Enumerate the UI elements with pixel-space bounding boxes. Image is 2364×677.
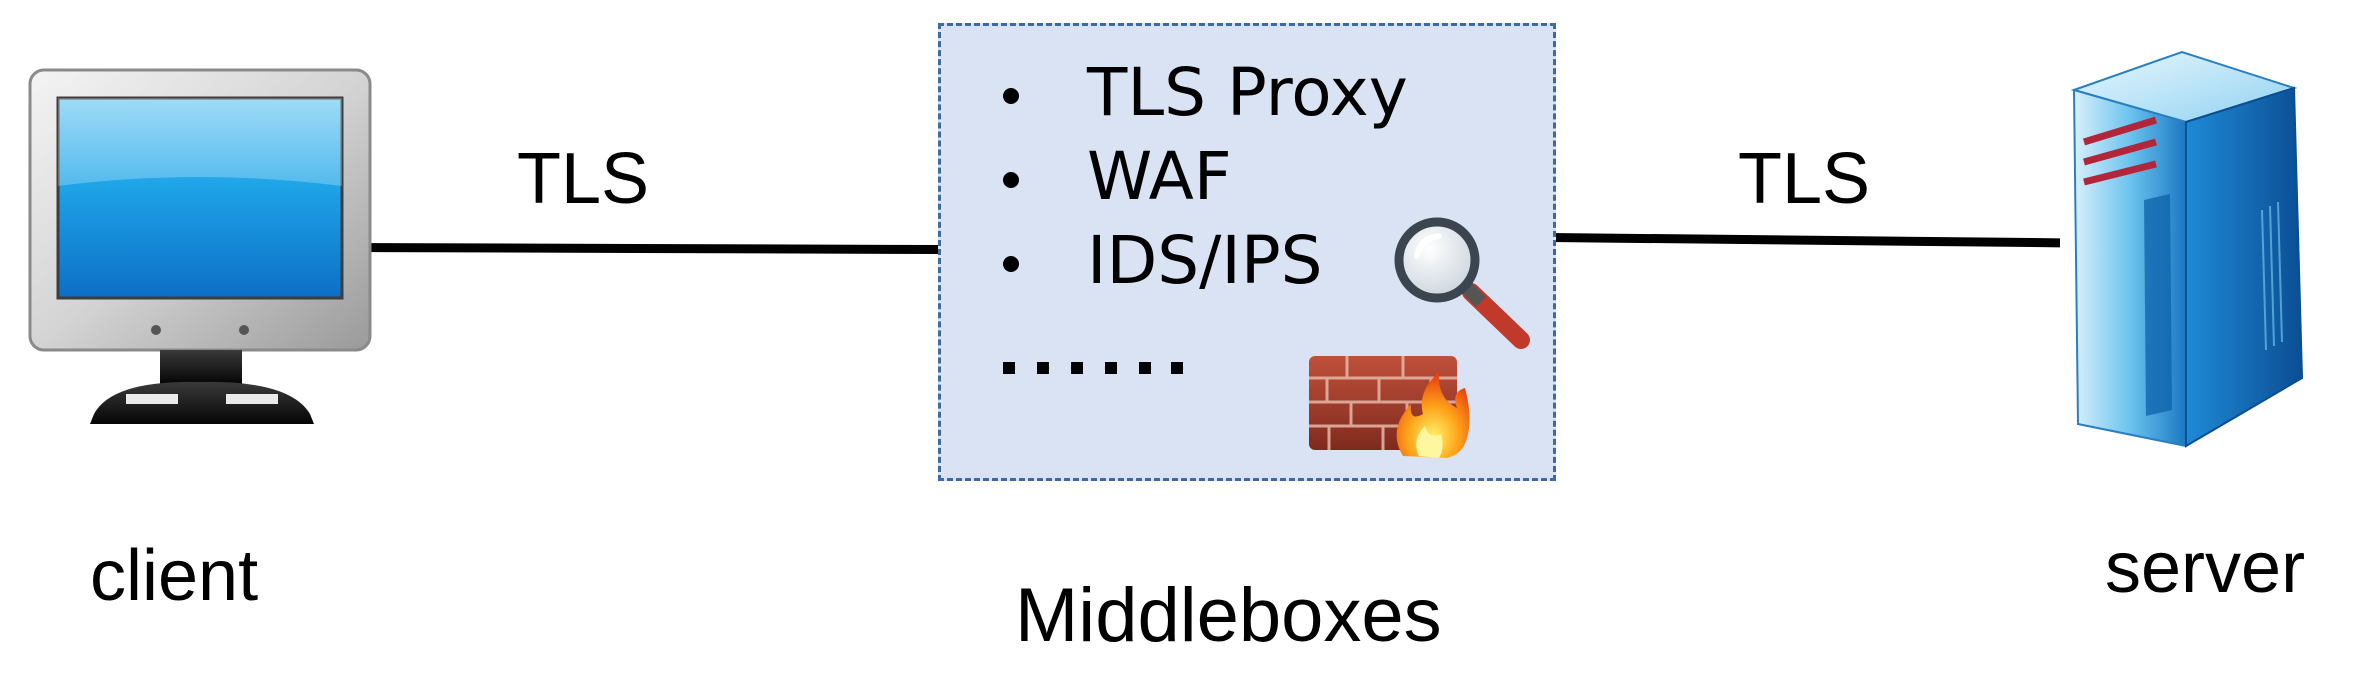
- bullet-marker: [1003, 172, 1019, 188]
- middlebox-item-label: WAF: [1087, 138, 1232, 215]
- server-tower-icon: [2062, 50, 2334, 450]
- middlebox-item-label: IDS/IPS: [1087, 222, 1323, 299]
- more-items-indicator: ......: [1003, 362, 1183, 382]
- link-label-client-side: TLS: [517, 139, 650, 219]
- middlebox-item-label: TLS Proxy: [1087, 54, 1408, 131]
- bullet-marker: [1003, 256, 1019, 272]
- middlebox-server-link: [1549, 233, 2061, 248]
- middlebox-container: TLS Proxy WAF IDS/IPS ......: [938, 23, 1556, 481]
- bullet-marker: [1003, 88, 1019, 104]
- middlebox-caption: Middleboxes: [1015, 573, 1442, 658]
- client-label: client: [90, 536, 259, 616]
- firewall-icon: [1307, 352, 1477, 462]
- client-middlebox-link: [357, 243, 939, 255]
- link-label-server-side: TLS: [1738, 139, 1871, 219]
- server-label: server: [2105, 528, 2306, 608]
- desktop-monitor-icon: [28, 68, 372, 432]
- magnifier-icon: [1389, 216, 1539, 356]
